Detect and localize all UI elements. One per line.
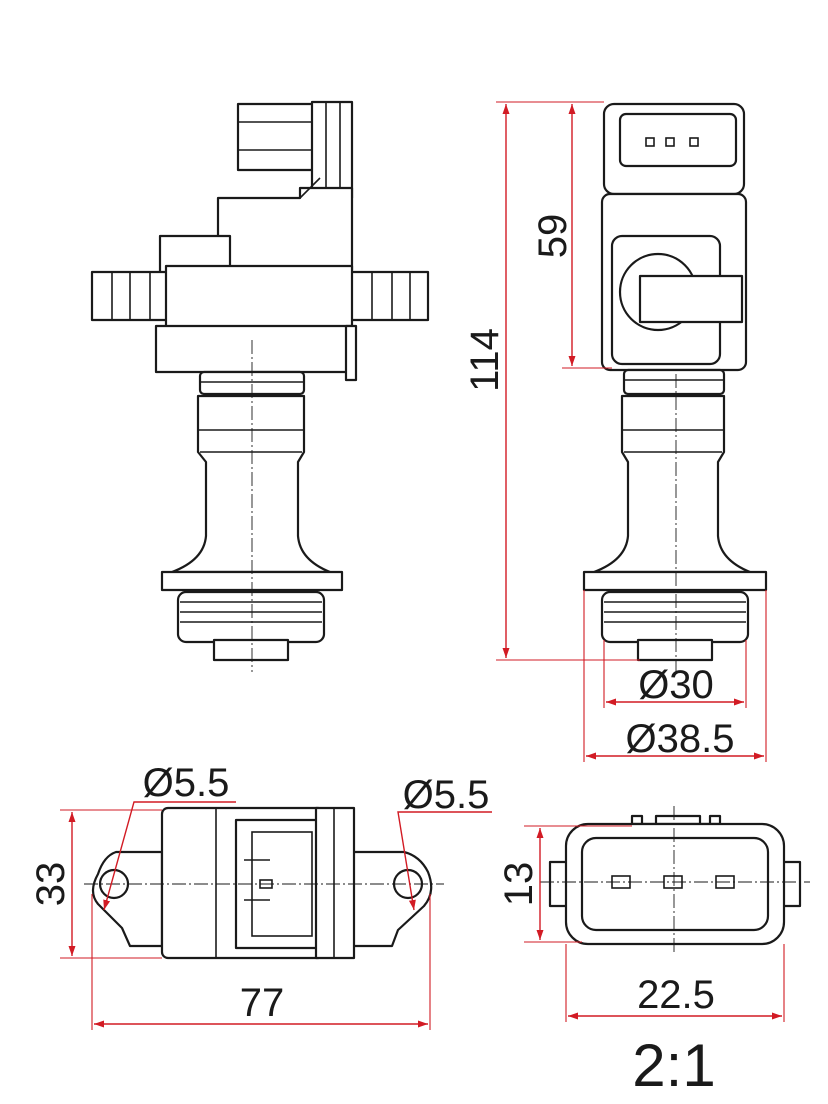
label-hole-diameter-right: Ø5.5 <box>403 773 490 817</box>
side-body-main <box>164 264 354 330</box>
label-bracket-height: 33 <box>29 862 73 907</box>
label-scale: 2:1 <box>632 1032 715 1099</box>
front-flange <box>582 570 768 592</box>
connector-keys <box>630 814 722 826</box>
side-connector-plug <box>236 102 316 172</box>
leader-hole-right <box>397 811 492 911</box>
front-boot <box>592 394 752 574</box>
front-pin-3 <box>689 137 699 147</box>
label-overall-height: 114 <box>463 328 507 392</box>
dimension-connector-width <box>565 944 785 1022</box>
top-ear-right <box>348 850 433 948</box>
dimension-overall-height <box>496 101 640 661</box>
front-threads <box>600 590 750 644</box>
front-pin-1 <box>645 137 655 147</box>
label-bracket-width: 77 <box>240 981 285 1025</box>
label-connector-width: 22.5 <box>637 973 715 1017</box>
label-hole-diameter-left: Ø5.5 <box>143 761 230 805</box>
connector-view <box>540 806 810 952</box>
label-head-height: 59 <box>531 214 575 259</box>
label-boot-diameter: Ø30 <box>638 663 714 707</box>
side-latch <box>344 324 358 382</box>
front-ear <box>638 274 744 324</box>
side-threads <box>176 590 326 644</box>
dimension-head-height <box>562 104 612 369</box>
side-ear-right <box>348 270 430 322</box>
label-connector-height: 13 <box>497 862 541 907</box>
side-body-lower <box>154 324 354 374</box>
front-view <box>582 102 768 672</box>
dimension-boot-diameter <box>603 640 747 708</box>
top-housing <box>314 806 356 960</box>
front-connector-socket <box>618 112 738 168</box>
side-ear-left <box>90 270 174 322</box>
front-tip <box>636 638 714 662</box>
front-neck <box>622 368 726 396</box>
top-ear-left <box>91 850 164 948</box>
top-view <box>84 806 444 960</box>
dimension-flange-diameter <box>583 590 767 762</box>
front-pin-2 <box>665 137 675 147</box>
label-flange-diameter: Ø38.5 <box>626 717 735 761</box>
side-view <box>90 100 430 672</box>
leader-hole-left <box>103 801 236 911</box>
side-boot <box>170 394 332 574</box>
side-tip <box>212 638 290 662</box>
dimension-bracket-width <box>91 894 431 1030</box>
side-body-upper <box>216 186 354 272</box>
dimension-bracket-height <box>60 809 162 959</box>
dimension-connector-height <box>524 825 632 943</box>
connector-socket <box>580 836 770 932</box>
side-connector-housing <box>310 100 354 200</box>
